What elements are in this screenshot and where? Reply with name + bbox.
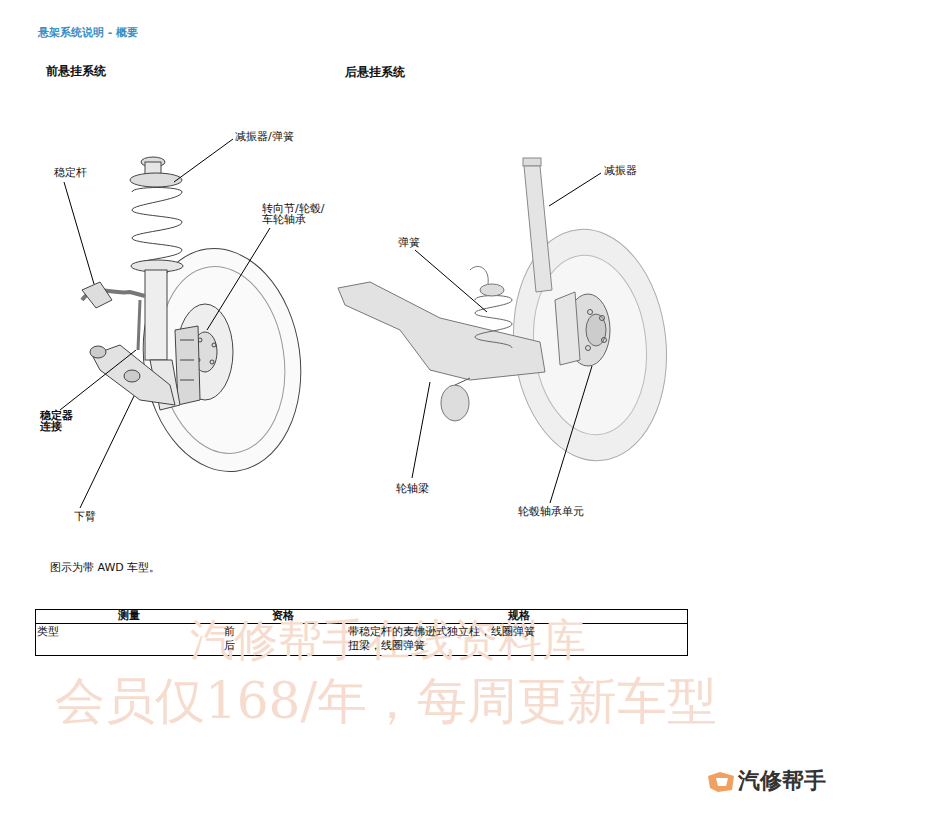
part-label: 轮毂轴承单元 [518, 506, 584, 519]
table-cell: 前 [224, 626, 235, 639]
table-header: 测量 [118, 610, 140, 623]
section-heading: 前悬挂系统 [46, 65, 106, 79]
table-header: 资格 [272, 610, 294, 623]
page-title: 悬架系统说明 - 概要 [38, 27, 138, 40]
table-cell: 后 [224, 640, 235, 653]
watermark: 会员仅168/年，每周更新车型 [55, 676, 717, 726]
leader-lines [60, 139, 601, 508]
part-label: 轮轴梁 [396, 483, 429, 496]
part-label: 减振器/弹簧 [235, 131, 294, 144]
section-heading: 后悬挂系统 [345, 66, 405, 80]
table-grid [35, 610, 688, 656]
part-label: 稳定杆 [54, 167, 87, 180]
table-cell: 带稳定杆的麦佛逊式独立柱，线圈弹簧 [348, 626, 535, 639]
part-label: 下臂 [74, 511, 96, 524]
part-label: 转向节/轮毂/ 车轮轴承 [262, 203, 336, 225]
table-cell: 扭梁，线圈弹簧 [348, 640, 425, 653]
part-label: 减振器 [604, 165, 637, 178]
figure-caption: 图示为带 AWD 车型。 [50, 562, 160, 575]
logo-icon [706, 770, 736, 794]
part-label: 弹簧 [398, 237, 420, 250]
rear-suspension [338, 158, 678, 468]
logo-text: 汽修帮手 [738, 770, 826, 792]
part-label: 稳定器 连接 [40, 410, 78, 432]
table-header: 规格 [508, 610, 530, 623]
table-cell: 类型 [37, 626, 59, 639]
